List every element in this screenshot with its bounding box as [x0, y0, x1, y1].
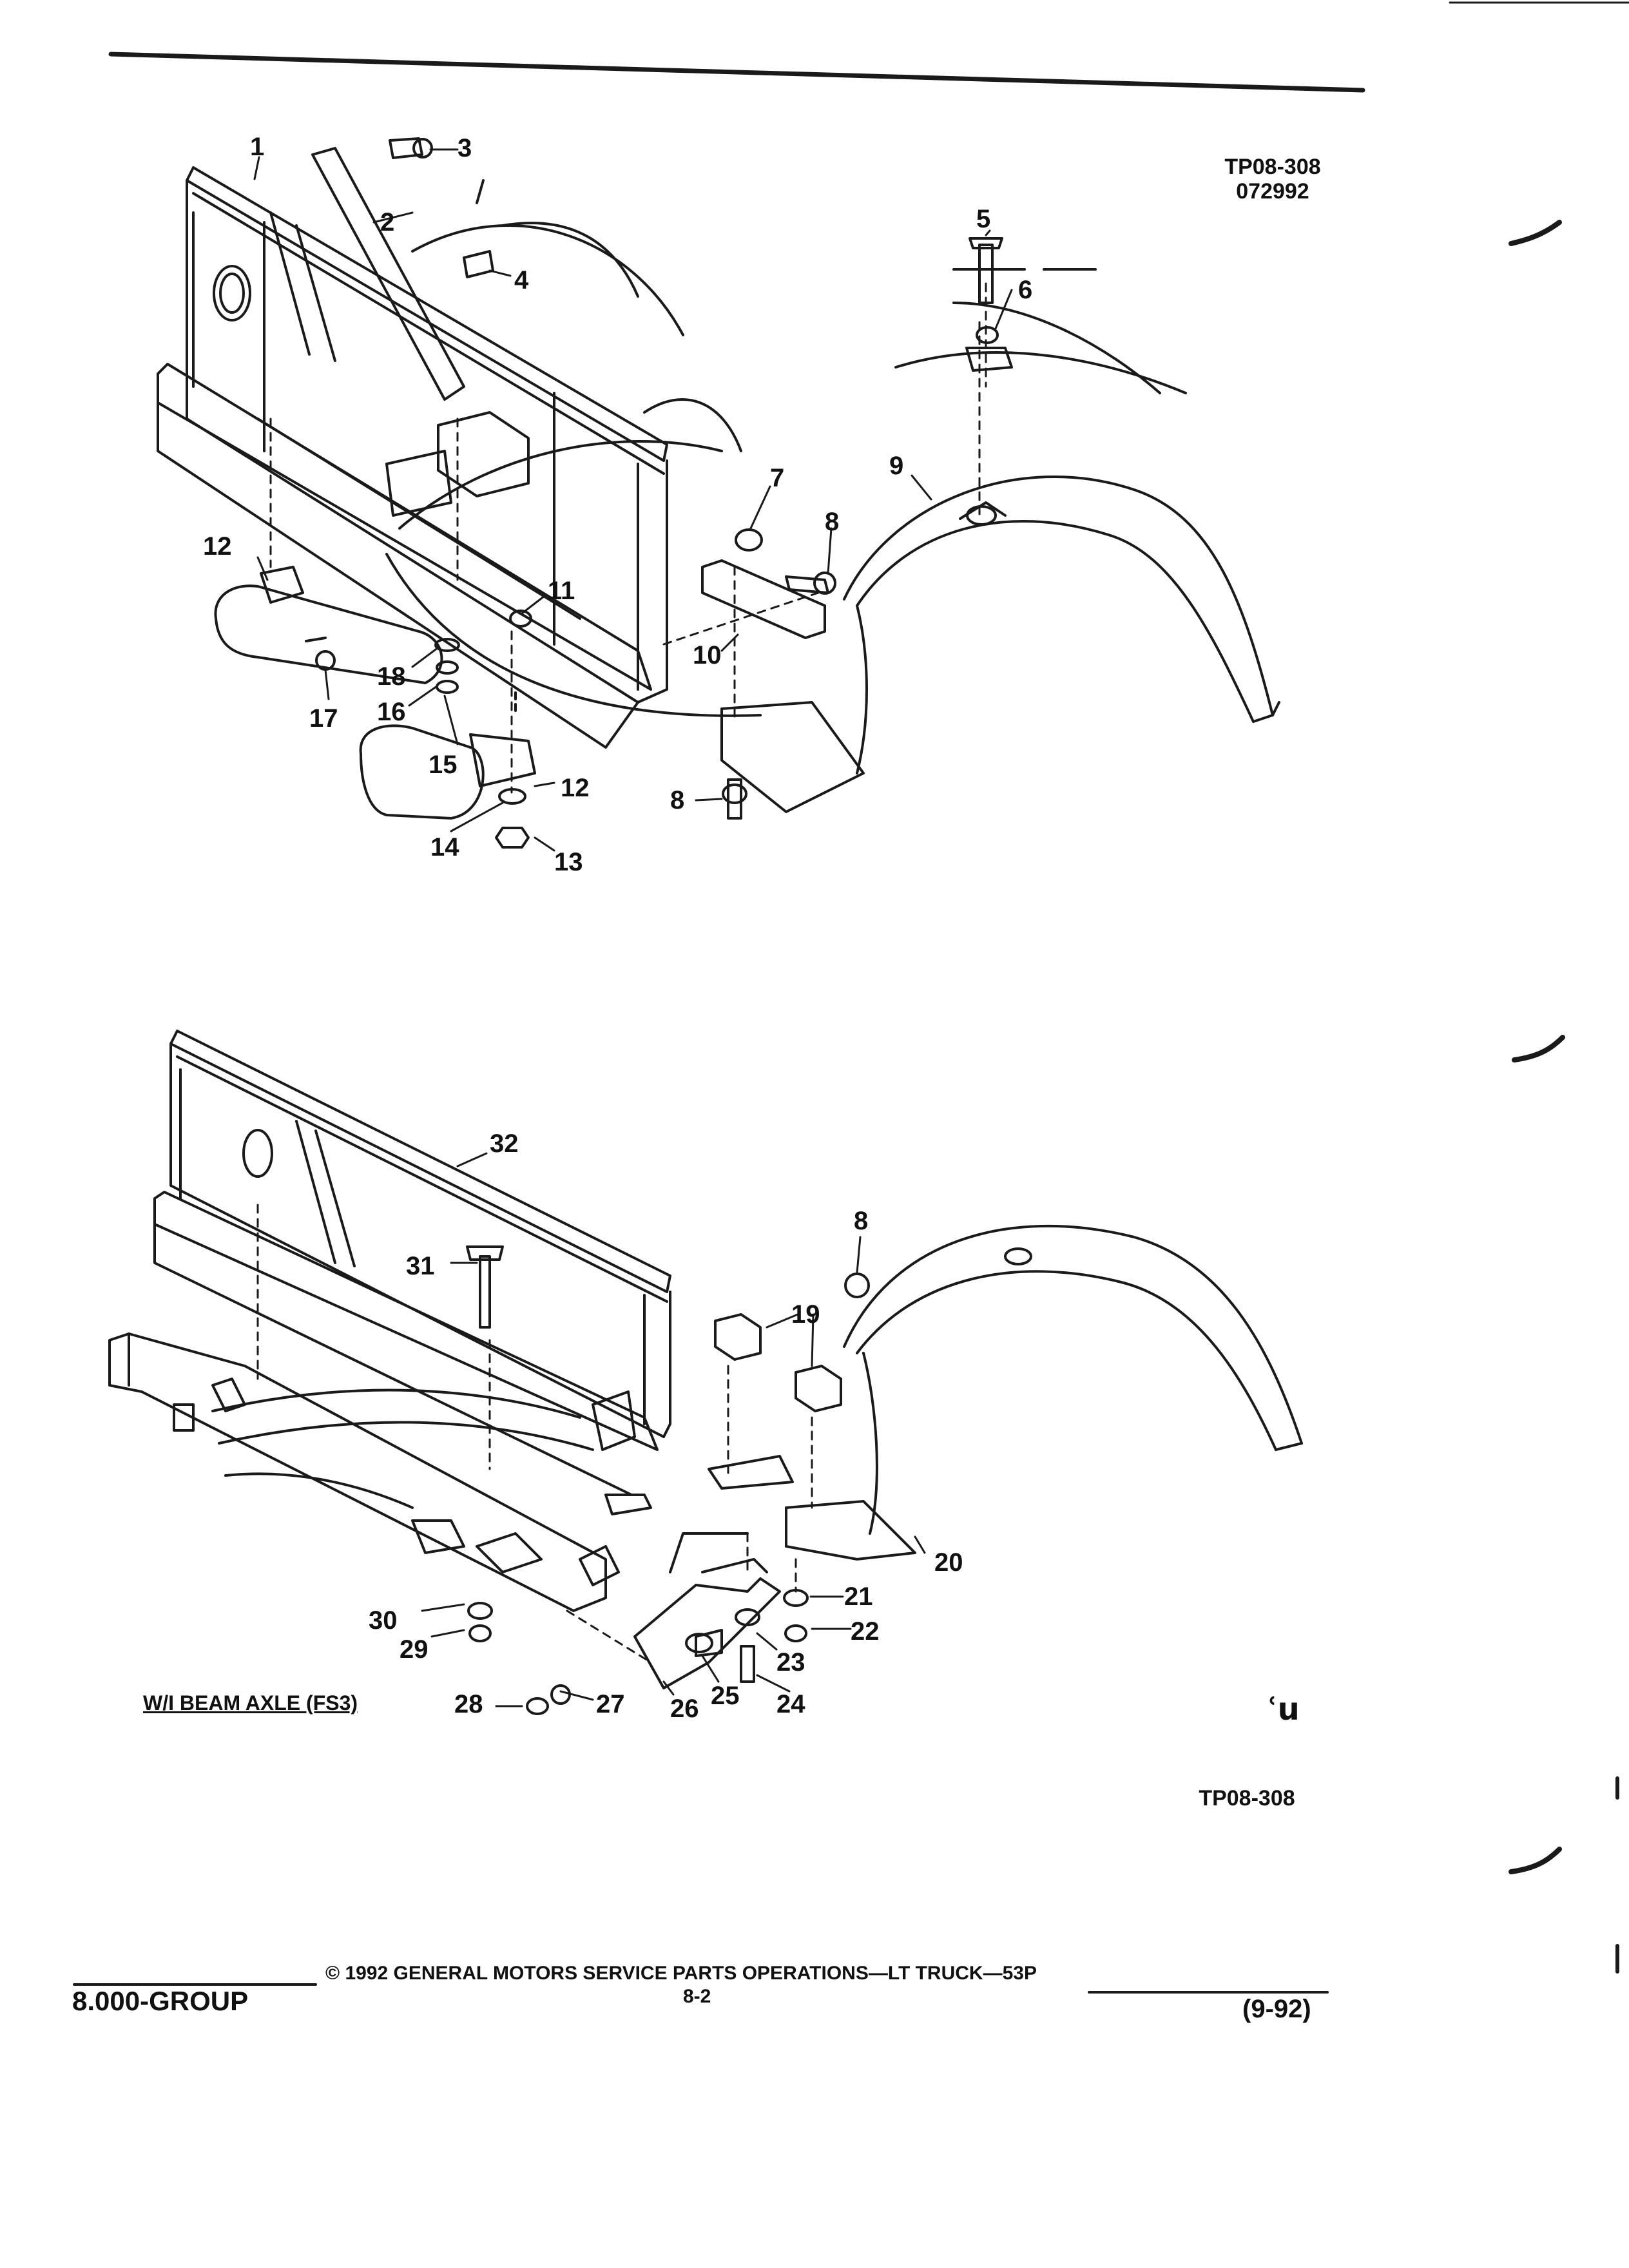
- callout-number: 6: [1018, 276, 1033, 304]
- callout-number: 15: [429, 751, 458, 779]
- callout-number: 9: [889, 452, 904, 480]
- callout-number: 16: [377, 698, 406, 726]
- callout-number: 22: [851, 1617, 880, 1646]
- callout-number: 8: [670, 786, 685, 814]
- callout-number: 23: [776, 1648, 805, 1677]
- callout-number: 2: [380, 208, 395, 236]
- callout-number: 1: [250, 133, 265, 161]
- footer-page-number: 8-2: [683, 1986, 711, 2007]
- callout-number: 11: [548, 577, 575, 605]
- reference-code-bottom: TP08-308: [1199, 1786, 1295, 1811]
- callout-number: 12: [203, 532, 232, 561]
- callout-number: 29: [400, 1635, 429, 1664]
- callout-number: 8: [825, 508, 840, 536]
- callout-number: 24: [776, 1690, 805, 1718]
- callout-number: 20: [934, 1548, 963, 1577]
- callout-number: 28: [454, 1690, 483, 1718]
- callout-number: 21: [844, 1582, 873, 1611]
- footer-group-label: 8.000-GROUP: [72, 1986, 249, 2016]
- reference-date-top: 072992: [1236, 179, 1309, 204]
- callout-number: 10: [693, 641, 722, 669]
- footer-copyright: © 1992 GENERAL MOTORS SERVICE PARTS OPER…: [325, 1963, 1037, 1984]
- footer-revision: (9-92): [1242, 1995, 1311, 2023]
- callout-number: 5: [976, 205, 991, 233]
- publisher-logo-mark: ʿu: [1266, 1691, 1300, 1727]
- callout-number: 32: [490, 1129, 519, 1158]
- callout-number: 13: [554, 848, 583, 876]
- callout-number: 18: [377, 662, 406, 691]
- callout-number: 19: [791, 1300, 820, 1329]
- callout-number: 27: [596, 1690, 625, 1718]
- callout-number: 31: [406, 1252, 435, 1280]
- callout-number: 25: [711, 1682, 740, 1710]
- callout-number: 14: [430, 833, 459, 861]
- callout-number: 30: [369, 1606, 398, 1635]
- callout-number: 3: [458, 134, 472, 162]
- callout-number: 7: [770, 464, 785, 492]
- reference-code-top: TP08-308: [1224, 155, 1321, 179]
- callout-number: 12: [561, 774, 590, 802]
- callout-number: 4: [514, 266, 529, 294]
- callout-number: 8: [854, 1207, 869, 1235]
- diagram-caption: W/I BEAM AXLE (FS3): [143, 1691, 358, 1715]
- callout-number: 17: [309, 704, 338, 733]
- callout-number: 26: [670, 1695, 699, 1723]
